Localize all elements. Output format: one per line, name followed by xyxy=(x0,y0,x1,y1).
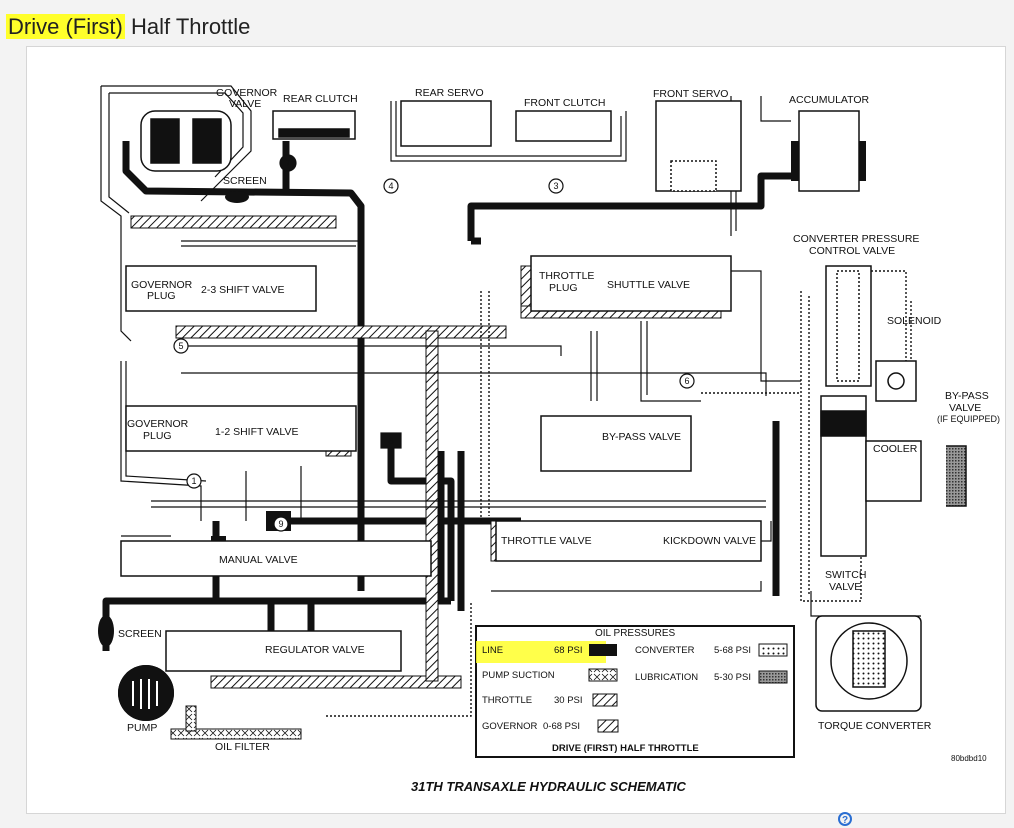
component-labels: GOVERNOR VALVE REAR CLUTCH REAR SERVO FR… xyxy=(118,87,1000,753)
valve-bodies xyxy=(120,100,967,712)
legend-line-name: LINE xyxy=(482,645,503,656)
label-gov-plug-a2: PLUG xyxy=(147,290,176,302)
legend-throttle-name: THROTTLE xyxy=(482,695,532,706)
title-rest: Half Throttle xyxy=(124,14,251,39)
label-pump: PUMP xyxy=(127,722,157,734)
label-kickdown-valve: KICKDOWN VALVE xyxy=(663,535,756,547)
pump-icon xyxy=(118,665,174,721)
label-accumulator: ACCUMULATOR xyxy=(789,94,870,106)
converter-passages xyxy=(326,270,912,717)
label-switch-2: VALVE xyxy=(829,581,861,593)
reference-code: 80bdbd10 xyxy=(951,754,987,763)
legend-title: OIL PRESSURES xyxy=(595,628,676,639)
legend-line-value: 68 PSI xyxy=(554,645,583,656)
circuit-4: 4 xyxy=(388,181,393,191)
legend-converter-swatch xyxy=(758,643,788,657)
label-torque-converter: TORQUE CONVERTER xyxy=(818,720,932,732)
legend-throttle-swatch xyxy=(592,693,618,707)
label-conv-press-2: CONTROL VALVE xyxy=(809,245,895,257)
label-screen-top: SCREEN xyxy=(223,175,267,187)
label-bypass-3: (IF EQUIPPED) xyxy=(937,414,1000,424)
label-cooler: COOLER xyxy=(873,443,918,455)
legend-throttle-value: 30 PSI xyxy=(554,695,583,706)
circuit-6: 6 xyxy=(684,376,689,386)
legend-lubrication-name: LUBRICATION xyxy=(635,672,698,683)
legend-line-swatch xyxy=(589,644,617,656)
label-front-servo: FRONT SERVO xyxy=(653,88,728,100)
page-title: Drive (First) Half Throttle xyxy=(6,14,250,40)
line-pressure-passages xyxy=(102,141,806,651)
label-shuttle-valve: SHUTTLE VALVE xyxy=(607,279,690,291)
label-rear-clutch: REAR CLUTCH xyxy=(283,93,358,105)
circuit-9: 9 xyxy=(278,519,283,529)
label-gov-plug-b2: PLUG xyxy=(143,430,172,442)
label-shift-12: 1-2 SHIFT VALVE xyxy=(215,426,298,438)
legend-lubrication-value: 5-30 PSI xyxy=(714,672,751,683)
label-bypass-1: BY-PASS xyxy=(945,390,989,402)
circuit-5: 5 xyxy=(178,341,183,351)
circuit-3: 3 xyxy=(553,181,558,191)
label-gov-plug-b1: GOVERNOR xyxy=(127,418,189,430)
label-switch-1: SWITCH xyxy=(825,569,866,581)
circuit-7: 7 xyxy=(285,158,290,168)
label-bypass-valve: BY-PASS VALVE xyxy=(602,431,681,443)
circuit-marker-labels: 7 4 3 5 6 1 8 9 xyxy=(178,158,689,529)
label-governor-2: VALVE xyxy=(229,98,261,110)
label-shift-23: 2-3 SHIFT VALVE xyxy=(201,284,284,296)
label-rear-servo: REAR SERVO xyxy=(415,87,484,99)
help-icon[interactable]: ? xyxy=(838,812,852,826)
label-oil-filter: OIL FILTER xyxy=(215,741,270,753)
oil-pressure-legend: OIL PRESSURES LINE 68 PSI PUMP SUCTION T… xyxy=(475,625,795,758)
legend-governor-swatch xyxy=(597,719,619,733)
schematic-frame: 7 4 3 5 6 1 8 9 GOVERNOR VALVE REAR CLUT… xyxy=(26,46,1006,814)
circuit-8: 8 xyxy=(388,436,393,446)
label-front-clutch: FRONT CLUTCH xyxy=(524,97,605,109)
label-conv-press-1: CONVERTER PRESSURE xyxy=(793,233,919,245)
schematic-caption: 31TH TRANSAXLE HYDRAULIC SCHEMATIC xyxy=(411,779,687,794)
legend-lubrication-swatch xyxy=(758,670,788,684)
label-regulator-valve: REGULATOR VALVE xyxy=(265,644,365,656)
pump-suction-passages xyxy=(170,705,302,740)
label-throttle-plug-2: PLUG xyxy=(549,282,578,294)
label-bypass-2: VALVE xyxy=(949,402,981,414)
label-gov-plug-a1: GOVERNOR xyxy=(131,279,193,291)
circuit-1: 1 xyxy=(191,476,196,486)
legend-line-highlight xyxy=(476,641,606,663)
thin-passages xyxy=(100,85,921,617)
label-manual-valve: MANUAL VALVE xyxy=(219,554,298,566)
hydraulic-schematic: 7 4 3 5 6 1 8 9 GOVERNOR VALVE REAR CLUT… xyxy=(98,85,1000,794)
legend-footer: DRIVE (FIRST) HALF THROTTLE xyxy=(552,743,699,754)
legend-converter-name: CONVERTER xyxy=(635,645,695,656)
label-solenoid: SOLENOID xyxy=(887,315,942,327)
circuit-markers xyxy=(173,154,695,532)
legend-converter-value: 5-68 PSI xyxy=(714,645,751,656)
legend-governor-value: 0-68 PSI xyxy=(543,721,580,732)
label-throttle-plug-1: THROTTLE xyxy=(539,270,594,282)
label-throttle-valve: THROTTLE VALVE xyxy=(501,535,592,547)
label-governor-1: GOVERNOR xyxy=(216,87,278,99)
legend-suction-name: PUMP SUCTION xyxy=(482,670,555,681)
title-highlight: Drive (First) xyxy=(6,14,125,39)
legend-governor-name: GOVERNOR xyxy=(482,721,538,732)
legend-suction-swatch xyxy=(588,668,618,682)
label-screen-pump: SCREEN xyxy=(118,628,162,640)
